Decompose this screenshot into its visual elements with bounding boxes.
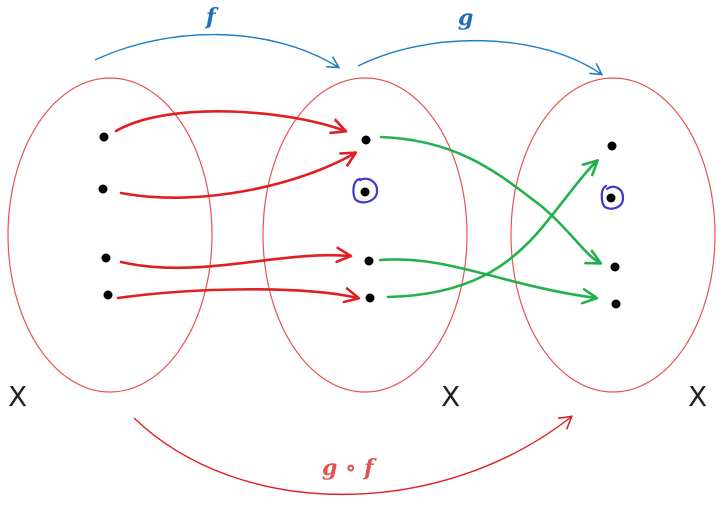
- dot-middle-2: [360, 187, 370, 197]
- arrow-f: [94, 33, 341, 69]
- arrow-g: [357, 39, 604, 76]
- f-mapping-3: [119, 255, 350, 270]
- f-mapping-2: [119, 153, 355, 199]
- label-composition: g ∘ f: [322, 455, 374, 481]
- set-label-middle: X: [441, 380, 461, 413]
- dot-middle-3: [364, 256, 374, 266]
- dot-middle-1: [361, 135, 371, 145]
- set-right-ellipse: [510, 77, 716, 393]
- set-label-left: X: [8, 380, 28, 413]
- g-mapping-2: [378, 258, 596, 298]
- dot-left-4: [103, 290, 113, 300]
- set-middle-ellipse: [262, 77, 468, 393]
- dot-left-2: [98, 184, 108, 194]
- label-f: f: [206, 4, 216, 30]
- dot-middle-4: [365, 293, 375, 303]
- set-left-ellipse: [7, 77, 213, 393]
- g-mapping-3: [386, 161, 597, 299]
- dot-right-3: [610, 262, 620, 272]
- dot-left-1: [99, 132, 109, 142]
- arrow-composition: [133, 415, 574, 495]
- unmapped-mark-right: [600, 184, 625, 210]
- dot-right-1: [607, 141, 617, 151]
- f-mapping-1: [114, 110, 345, 131]
- f-mapping-4: [116, 289, 358, 298]
- g-mapping-1: [379, 135, 600, 263]
- dot-right-4: [611, 299, 621, 309]
- dot-left-3: [101, 253, 111, 263]
- unmapped-mark-middle: [352, 177, 379, 204]
- label-g: g: [458, 5, 474, 31]
- set-label-right: X: [688, 380, 708, 413]
- dot-right-2: [606, 193, 616, 203]
